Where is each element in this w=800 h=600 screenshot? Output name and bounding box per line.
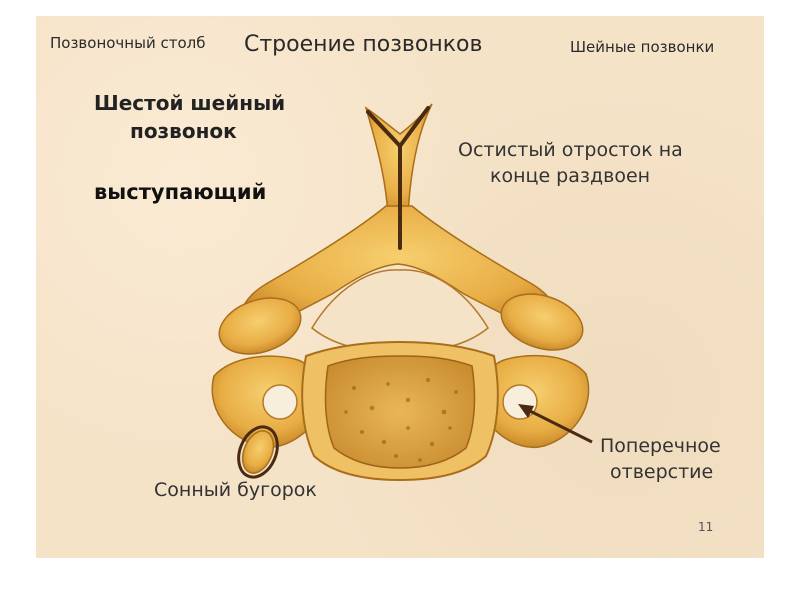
foramen-label-line-1: Поперечное <box>600 435 721 457</box>
transverse-processes <box>211 354 590 448</box>
spinous-label-line-2: конце раздвоен <box>490 165 651 187</box>
carotid-tubercle <box>241 430 275 474</box>
carotid-tubercle-label: Сонный бугорок <box>154 479 317 501</box>
emphasis-label: выступающий <box>94 180 267 204</box>
foramen-arrow <box>518 404 593 444</box>
slide-title: Строение позвонков <box>244 32 483 57</box>
subsection-label: Шейные позвонки <box>570 38 715 56</box>
section-label: Позвоночный столб <box>50 34 206 52</box>
spinous-label-line-1: Остистый отросток на <box>458 139 683 161</box>
foramen-label-line-2: отверстие <box>610 461 714 483</box>
slide: Позвоночный столб Строение позвонков Шей… <box>36 16 764 558</box>
vertebra-illustration <box>211 103 593 482</box>
page-number: 11 <box>698 520 714 534</box>
bifid-marker <box>366 106 430 250</box>
heading-line-2: позвонок <box>130 119 237 143</box>
carotid-tubercle-marker <box>237 425 279 479</box>
heading-line-1: Шестой шейный <box>94 91 286 115</box>
articular-processes <box>218 293 584 355</box>
vertebral-body <box>301 340 499 482</box>
